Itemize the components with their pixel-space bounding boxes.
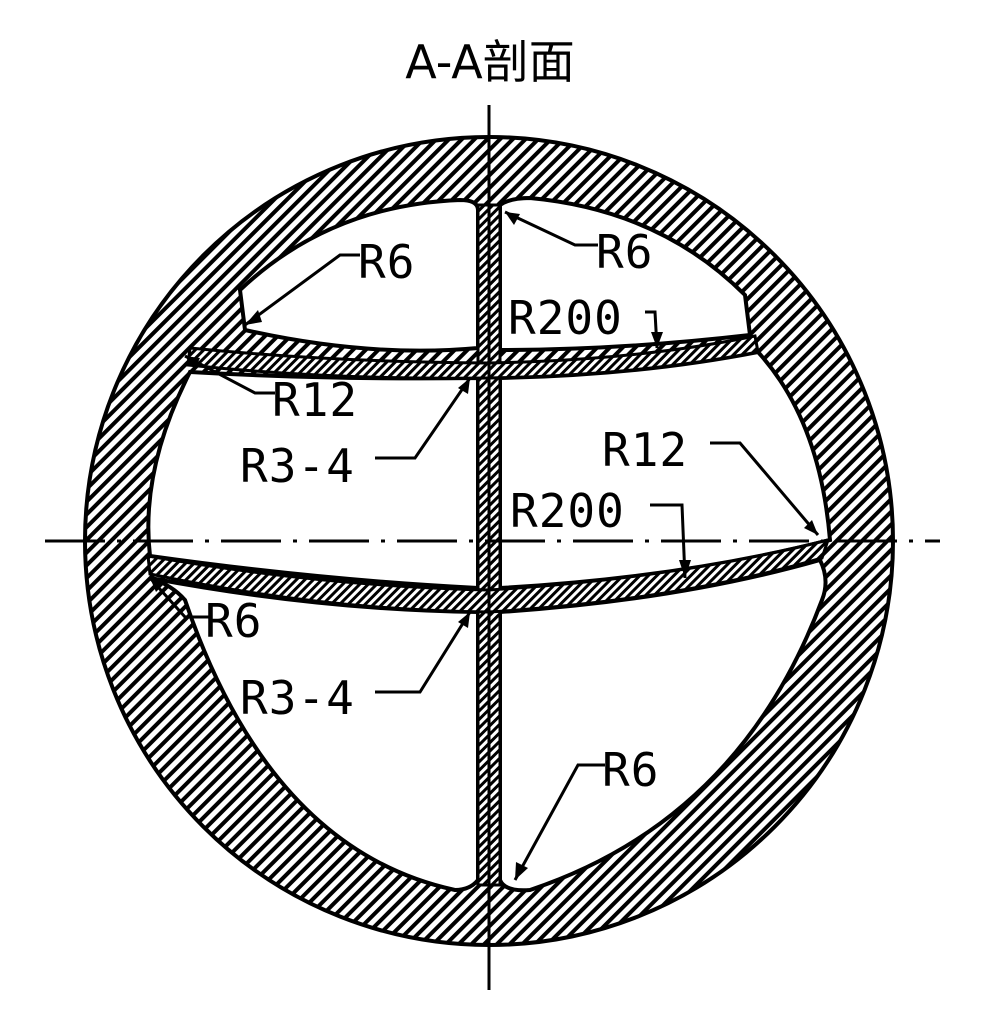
pocket-middle-left (146, 369, 480, 591)
pocket-upper-left (237, 197, 480, 353)
leader-r6-bottom (513, 763, 605, 881)
lower-rib (146, 537, 831, 614)
arrow-r12-right (804, 520, 818, 535)
dim-label-r12-right: R12 (602, 423, 688, 477)
dim-label-r6-top-right: R6 (596, 225, 653, 279)
leader-r6-top-left (244, 253, 360, 327)
section-title: A-A剖面 (405, 35, 575, 89)
upper-rib (186, 334, 760, 380)
dim-label-r6-left-lower: R6 (205, 594, 262, 648)
dim-label-r6-top-left: R6 (358, 235, 415, 289)
arrow-r6-top-right (505, 212, 520, 225)
arrow-r6-left-lower (150, 578, 164, 592)
dim-label-r12-left: R12 (272, 373, 358, 427)
arrow-r6-bottom (515, 862, 528, 880)
leader-r6-top-right (504, 210, 598, 247)
arrow-r6-top-left (245, 310, 262, 325)
pocket-upper-right (498, 195, 753, 353)
leader-r12-right (710, 441, 820, 536)
leader-lines (148, 210, 820, 881)
dimension-labels: R6 R6 R200 R12 R3-4 R12 R200 R6 R3-4 R6 (205, 225, 688, 797)
leader-r12-left (184, 354, 275, 395)
dim-label-r3-4-upper: R3-4 (240, 439, 355, 493)
leader-r3-4-upper (375, 377, 472, 460)
leader-r6-left-lower (148, 576, 210, 619)
arrow-r200-middle (679, 560, 691, 578)
leader-r200-middle (650, 503, 687, 579)
dim-label-r200-upper: R200 (508, 291, 623, 345)
dim-label-r3-4-lower: R3-4 (240, 671, 355, 725)
arrow-r3-4-lower (458, 612, 470, 628)
dim-label-r6-bottom: R6 (602, 743, 659, 797)
arrow-r200-upper (651, 332, 663, 348)
arrow-r12-left (185, 356, 200, 369)
arrow-r3-4-upper (458, 378, 470, 394)
leader-r3-4-lower (375, 611, 472, 694)
dim-label-r200-middle: R200 (510, 484, 625, 538)
